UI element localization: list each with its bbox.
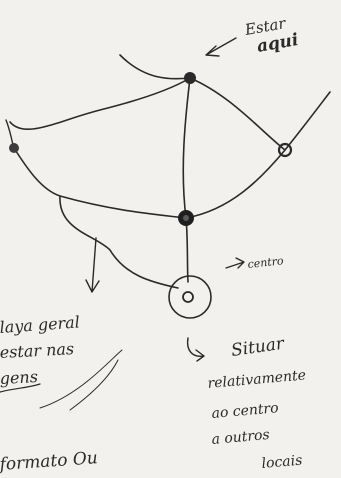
left-note-line3: gens [0,367,38,388]
route-left-down [14,148,186,218]
right-note-line5: locais [261,452,303,471]
route-middle-to-center [186,218,188,282]
node-left [9,143,19,153]
route-left-to-top [10,78,190,129]
arrow-center-down [188,338,204,361]
arrow-center-note [226,258,244,268]
arrow-down-left [86,238,99,292]
node-center-dot [183,292,193,302]
left-note-line2: estar nas [0,339,75,362]
node-middle-highlight [183,215,189,221]
right-note-line3: ao centro [211,400,279,422]
left-note-line1: laya geral [0,312,80,337]
route-middle-to-right [186,150,285,218]
node-center-ring [169,276,211,318]
route-top-to-middle [183,78,190,218]
right-note-line1: Situar [230,334,286,361]
right-note-line4: a outros [211,427,270,448]
node-top [184,72,196,84]
center-note: centro [247,254,285,271]
arrow-top-note [206,38,236,56]
bottom-note: formato Ou [0,448,98,475]
right-note-line2: relativamente [207,367,307,392]
route-top-arc [120,55,330,150]
